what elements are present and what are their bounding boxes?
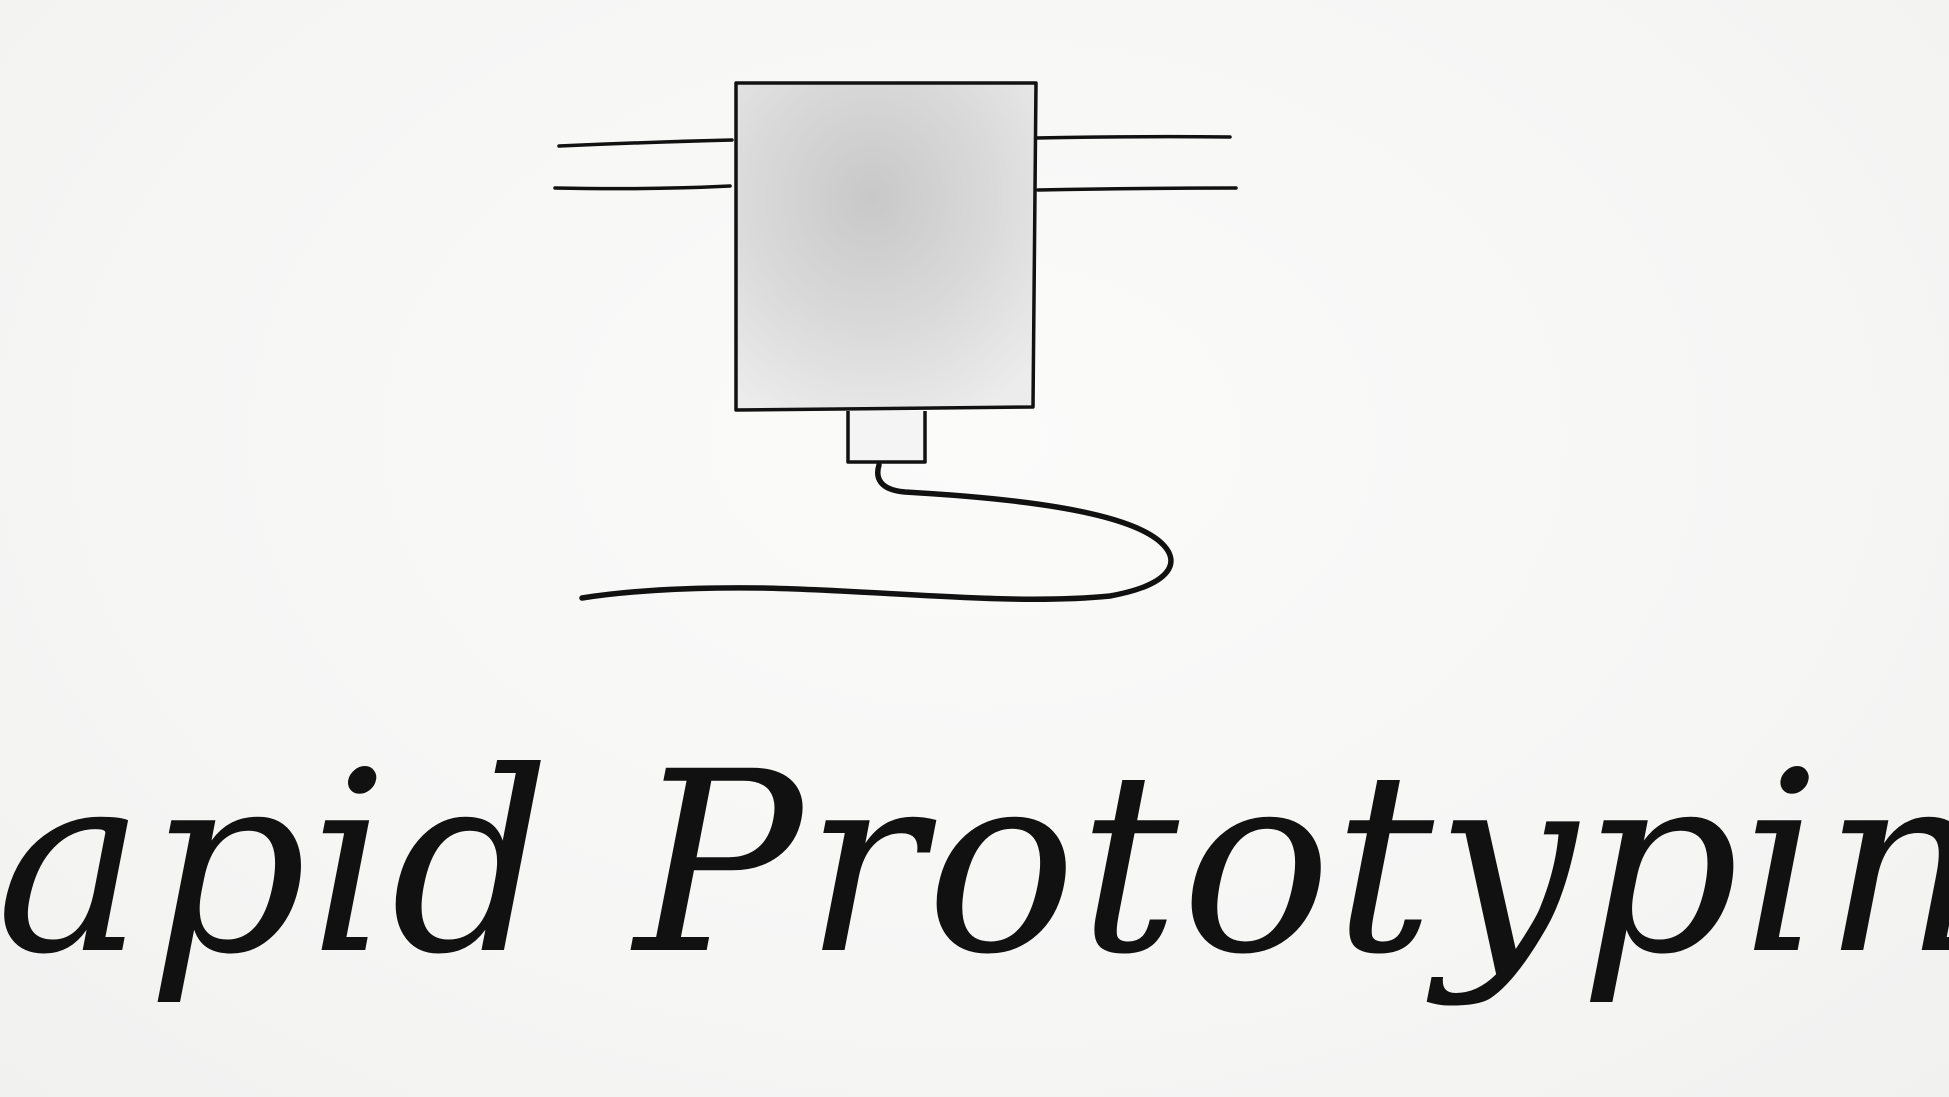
title-text: Rapid Prototyping <box>0 718 1949 1009</box>
filament-line-icon <box>579 462 1174 602</box>
page-title: Rapid Prototyping <box>0 718 1949 1009</box>
print-head-icon <box>734 81 1038 412</box>
left-rail-icon <box>553 138 734 191</box>
nozzle-icon <box>846 411 927 464</box>
right-rail-icon <box>1034 134 1238 192</box>
